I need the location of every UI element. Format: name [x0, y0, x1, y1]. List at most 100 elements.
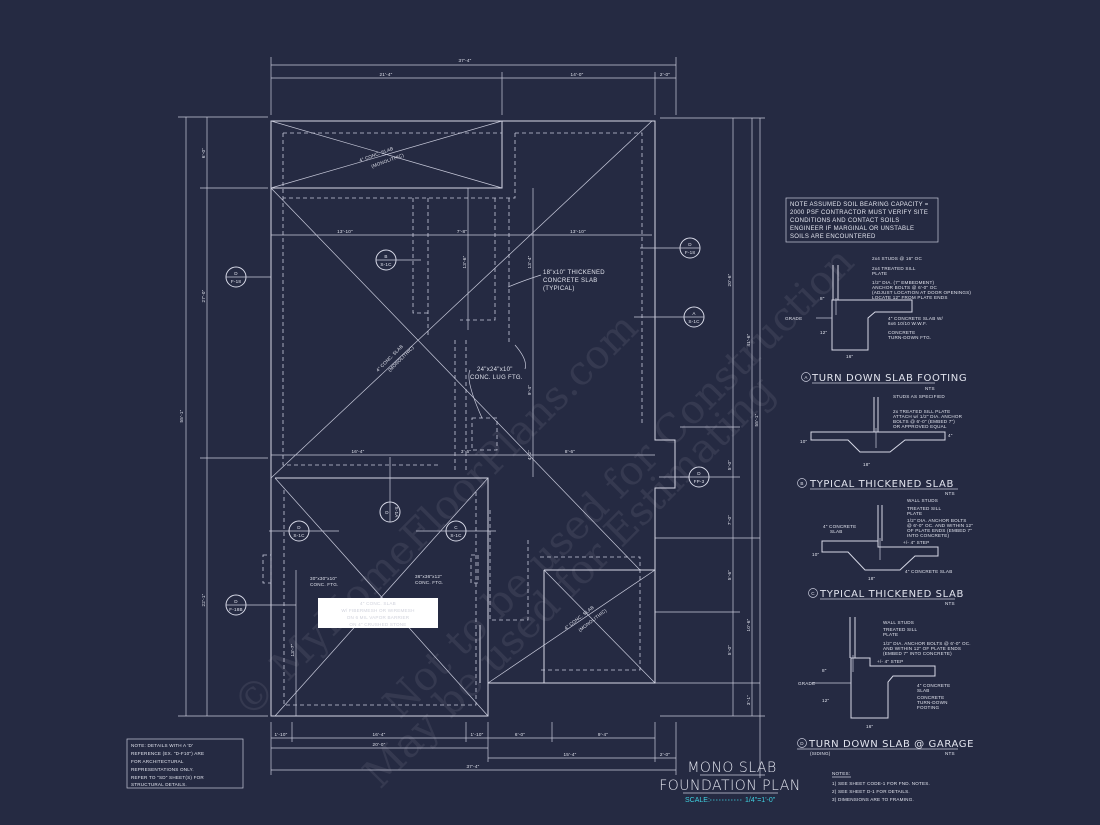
svg-text:C: C — [454, 525, 458, 530]
dim-bottom-b: 16'-4" — [373, 732, 386, 737]
detail-d-turn-down-slab-garage: 8" 12" GRADE 16" WALL STUDS TREATED SILL… — [797, 617, 974, 756]
callout-d-s1a[interactable]: D S-1A — [379, 457, 401, 523]
dim-left-b: 27'-0" — [201, 289, 206, 302]
dim-right-c: 5'-0" — [727, 460, 732, 470]
dim-right-b: 41'-6" — [746, 333, 751, 346]
svg-text:10": 10" — [812, 552, 820, 557]
right-dimensions: 20'-6" 41'-6" 55'-1" 5'-0" 7'-0" 5'-6" 1… — [655, 117, 765, 778]
detail-b-title: TYPICAL THICKENED SLAB — [809, 479, 954, 490]
svg-text:S-1C: S-1C — [380, 262, 392, 267]
svg-text:TURN-DOWN FTG.: TURN-DOWN FTG. — [888, 335, 931, 340]
svg-text:WALL STUDS: WALL STUDS — [907, 498, 938, 503]
svg-text:REFER TO "SD" SHEET(S) FOR: REFER TO "SD" SHEET(S) FOR — [131, 775, 204, 780]
svg-text:OF PLATE ENDS (EMBED 7": OF PLATE ENDS (EMBED 7" — [907, 528, 972, 533]
dim-right-h: 3'-1" — [746, 695, 751, 705]
label-ftg36-2: CONC. FTG. — [415, 580, 444, 585]
svg-text:S-1C: S-1C — [688, 319, 700, 324]
label-thickened: 18"x10" THICKENED — [543, 270, 605, 276]
svg-text:STUDS AS SPECIFIED: STUDS AS SPECIFIED — [893, 394, 945, 399]
dim-int-d: 13'-6" — [462, 255, 467, 268]
svg-text:GRADE: GRADE — [798, 681, 815, 686]
svg-text:+/- 4" STEP: +/- 4" STEP — [903, 540, 929, 545]
svg-text:NTS: NTS — [945, 601, 955, 606]
svg-text:4" CONCRETE: 4" CONCRETE — [917, 683, 950, 688]
svg-text:D: D — [234, 271, 238, 276]
callout-d-f18b[interactable]: DF-18B — [225, 594, 296, 616]
svg-text:SOILS ARE ENCOUNTERED: SOILS ARE ENCOUNTERED — [790, 234, 876, 240]
svg-text:GRADE: GRADE — [785, 316, 802, 321]
dim-top-overall: 37'-4" — [459, 58, 472, 63]
svg-text:S-1A: S-1A — [394, 506, 399, 518]
dim-bottom-e: 9'-4" — [598, 732, 608, 737]
svg-text:REFERENCE (EX. "D-F10") ARE: REFERENCE (EX. "D-F10") ARE — [131, 751, 204, 756]
svg-text:2x4 STUDS @ 16" OC: 2x4 STUDS @ 16" OC — [872, 256, 922, 261]
dim-left-c: 22'-1" — [201, 593, 206, 606]
callout-c-s1c[interactable]: CS-1C — [416, 520, 496, 542]
label-ftg30-2: CONC. FTG. — [310, 582, 339, 587]
svg-text:REPRESENTATIONS ONLY.: REPRESENTATIONS ONLY. — [131, 767, 194, 772]
callout-d-f18-right[interactable]: DF-18 — [640, 237, 701, 259]
callout-b-s1c[interactable]: BS-1C — [375, 249, 421, 271]
svg-text:6x6 10/10 W.W.F.: 6x6 10/10 W.W.F. — [888, 321, 927, 326]
svg-text:(EMBED 7" INTO CONCRETE): (EMBED 7" INTO CONCRETE) — [883, 651, 952, 656]
top-dimensions: 37'-4" 21'-4" 14'-0" 2'-0" — [270, 57, 677, 115]
svg-text:4": 4" — [948, 433, 953, 438]
label-garage-4: ON 4" CRUSHED STONE — [349, 622, 406, 627]
svg-text:3) DIMENSIONS ARE TO FRAMING.: 3) DIMENSIONS ARE TO FRAMING. — [832, 797, 914, 802]
svg-text:TREATED SILL: TREATED SILL — [883, 627, 917, 632]
svg-text:D: D — [385, 510, 389, 515]
svg-text:D: D — [800, 741, 804, 746]
detail-b-typical-thickened-slab: 10" 4" 18" STUDS AS SPECIFIED 2x TREATED… — [797, 394, 962, 496]
svg-text:F-18: F-18 — [685, 250, 695, 255]
svg-text:8": 8" — [820, 296, 825, 301]
scale-value: 1/4"=1'-0" — [745, 797, 776, 804]
garage-slab-note-box — [318, 598, 438, 628]
svg-text:FOOTING: FOOTING — [917, 705, 940, 710]
svg-text:+/- 4" STEP: +/- 4" STEP — [877, 659, 903, 664]
dim-bottom-overall: 37'-4" — [467, 764, 480, 769]
svg-text:CONDITIONS AND CONTACT SOILS: CONDITIONS AND CONTACT SOILS — [790, 218, 900, 224]
dim-int-k: 13'-7" — [290, 643, 295, 656]
detail-c-title: TYPICAL THICKENED SLAB — [819, 589, 964, 600]
callout-d-f18-left[interactable]: DF-18 — [225, 266, 271, 288]
dim-right-d: 7'-0" — [727, 515, 732, 525]
callout-a-s1c[interactable]: AS-1C — [634, 306, 705, 328]
dim-int-j: 8'-6" — [565, 449, 575, 454]
svg-text:ANCHOR BOLTS @ 6'-0" OC: ANCHOR BOLTS @ 6'-0" OC — [872, 285, 938, 290]
svg-text:PLATE: PLATE — [883, 632, 898, 637]
callout-d-fp3[interactable]: DFP-3 — [659, 466, 710, 488]
callout-d-s1c[interactable]: DS-1C — [269, 520, 339, 542]
label-thickened-3: (TYPICAL) — [543, 286, 575, 292]
dim-bottom-a: 1'-10" — [275, 732, 288, 737]
dim-int-f: 9'-4" — [527, 385, 532, 395]
scale-label: SCALE: — [685, 797, 710, 804]
dim-bottom-d: 6'-0" — [515, 732, 525, 737]
svg-text:18": 18" — [868, 576, 876, 581]
foundation-outline — [262, 120, 676, 717]
dim-int-a: 13'-10" — [337, 229, 353, 234]
dim-left-overall: 55'-1" — [179, 409, 184, 422]
dim-int-i: 4'-2" — [527, 450, 532, 460]
svg-text:1/2" DIA. ANCHOR BOLTS @ 6'-0": 1/2" DIA. ANCHOR BOLTS @ 6'-0" OC. — [883, 641, 971, 646]
label-thickened-2: CONCRETE SLAB — [543, 278, 598, 284]
svg-text:4" CONCRETE: 4" CONCRETE — [823, 524, 856, 529]
svg-text:8": 8" — [822, 668, 827, 673]
detail-d-title: TURN DOWN SLAB @ GARAGE — [808, 739, 974, 750]
svg-text:BOLTS @ 6'-0" (EMBED 7"): BOLTS @ 6'-0" (EMBED 7") — [893, 419, 955, 424]
svg-text:LOCATE 12" FROM PLATE ENDS: LOCATE 12" FROM PLATE ENDS — [872, 295, 948, 300]
dim-right-e: 5'-6" — [727, 570, 732, 580]
interior-dimensions: 13'-10" 7'-8" 13'-10" 13'-6" 13'-4" 9'-4… — [271, 188, 655, 716]
svg-text:INTO CONCRETE): INTO CONCRETE) — [907, 533, 950, 538]
svg-text:PLATE: PLATE — [872, 271, 887, 276]
svg-text:TREATED SILL: TREATED SILL — [907, 506, 941, 511]
label-lug-2: CONC. LUG FTG. — [470, 375, 523, 381]
svg-text:C: C — [811, 591, 815, 596]
label-garage-2: W/ FIBERMESH OR WIREMESH — [341, 608, 414, 613]
svg-text:1) SEE SHEET CODE-1 FOR FND. N: 1) SEE SHEET CODE-1 FOR FND. NOTES. — [832, 781, 930, 786]
dim-int-b: 7'-8" — [457, 229, 467, 234]
svg-text:AND WITHIN 12" OF PLATE ENDS: AND WITHIN 12" OF PLATE ENDS — [883, 646, 961, 651]
svg-text:SLAB: SLAB — [830, 529, 843, 534]
svg-text:STRUCTURAL DETAILS.: STRUCTURAL DETAILS. — [131, 782, 187, 787]
svg-text:WALL STUDS: WALL STUDS — [883, 620, 914, 625]
